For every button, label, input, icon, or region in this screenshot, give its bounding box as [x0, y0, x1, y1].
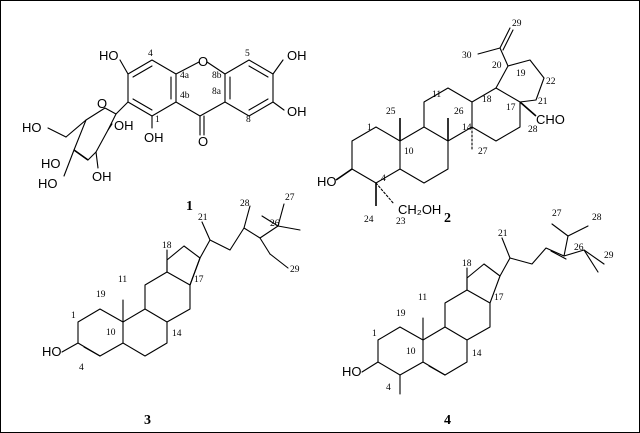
- c3-locant-14: 14: [172, 329, 182, 339]
- c1-label-ho-3: HO: [99, 48, 119, 63]
- c2-locant-11: 11: [432, 90, 441, 100]
- c2-locant-21: 21: [538, 97, 548, 107]
- c2-label-cho: CHO: [536, 112, 565, 127]
- c2-locant-22: 22: [546, 77, 556, 87]
- compound-3-id: 3: [144, 413, 151, 428]
- c2-locant-4: 4: [381, 174, 386, 184]
- c1-label-o-sugar-ring: O: [97, 96, 107, 111]
- c4-locant-29: 29: [604, 251, 614, 261]
- c4-locant-1: 1: [372, 329, 377, 339]
- c1-label-ho-ch2: HO: [22, 120, 42, 135]
- c1-locant-8b: 8b: [212, 71, 222, 81]
- c1-label-oh-7: OH: [287, 104, 307, 119]
- c3-locant-29: 29: [290, 265, 300, 275]
- compound-2-atom-labels: HO CH₂OH CHO: [317, 112, 565, 217]
- c3-label-ho: HO: [42, 344, 62, 359]
- c2-locant-10: 10: [404, 147, 414, 157]
- c2-locant-23: 23: [396, 217, 406, 227]
- c3-locant-10: 10: [106, 328, 116, 338]
- c4-locant-27: 27: [552, 209, 562, 219]
- compound-3-locants: 21 28 27 26 29 18 17 11 19 1 10 14 4: [71, 193, 300, 373]
- c1-locant-5: 5: [245, 49, 250, 59]
- c4-locant-14: 14: [472, 349, 482, 359]
- compound-2-structure: [335, 27, 545, 206]
- compound-1-locants: 4 5 4a 8b 8a 4b 1 8: [148, 49, 251, 125]
- c2-label-ho: HO: [317, 174, 337, 189]
- c1-label-ho-sugar-4: HO: [38, 176, 58, 191]
- c3-locant-27: 27: [285, 193, 295, 203]
- c3-locant-1: 1: [71, 311, 76, 321]
- c2-locant-30: 30: [462, 51, 472, 61]
- c4-locant-10: 10: [406, 347, 416, 357]
- compound-3-atom-labels: HO: [42, 344, 62, 359]
- c4-locant-19: 19: [396, 309, 406, 319]
- c2-locant-17: 17: [506, 103, 516, 113]
- c2-locant-29: 29: [512, 19, 522, 29]
- compound-1-structure: [47, 59, 285, 177]
- c4-locant-26: 26: [574, 243, 584, 253]
- c3-locant-18: 18: [162, 241, 172, 251]
- c1-label-oh-6: OH: [287, 48, 307, 63]
- c3-locant-26: 26: [270, 219, 280, 229]
- c2-locant-27: 27: [478, 147, 488, 157]
- c2-locant-1: 1: [367, 123, 372, 133]
- compound-4-locants: 28 27 21 26 29 18 17 11 19 1 10 14 4: [372, 209, 614, 393]
- c2-locant-19: 19: [516, 69, 526, 79]
- c1-label-o-carbonyl: O: [198, 134, 208, 149]
- compound-2-id: 2: [444, 211, 451, 226]
- compound-1-id: 1: [186, 199, 193, 214]
- c1-locant-8: 8: [246, 115, 251, 125]
- c2-locant-25: 25: [386, 107, 396, 117]
- c1-locant-8a: 8a: [212, 87, 222, 97]
- c4-locant-18: 18: [462, 259, 472, 269]
- compound-3-structure: [61, 203, 301, 357]
- c3-locant-19: 19: [96, 290, 106, 300]
- c4-label-ho: HO: [342, 364, 362, 379]
- c3-locant-4: 4: [79, 363, 84, 373]
- c1-locant-4b: 4b: [180, 91, 190, 101]
- c1-locant-1: 1: [155, 115, 160, 125]
- c2-label-ch2oh: CH₂OH: [398, 202, 441, 217]
- c3-locant-28: 28: [240, 199, 250, 209]
- c2-locant-26: 26: [454, 107, 464, 117]
- c1-locant-4: 4: [148, 49, 153, 59]
- c2-locant-20: 20: [492, 61, 502, 71]
- c2-locant-24: 24: [364, 215, 374, 225]
- c3-locant-11: 11: [118, 275, 127, 285]
- c1-label-oh-sugar-3: OH: [92, 169, 112, 184]
- c4-locant-4: 4: [386, 383, 391, 393]
- c1-label-oh-sugar-2: OH: [114, 118, 134, 133]
- c3-locant-21: 21: [198, 213, 208, 223]
- c4-locant-17: 17: [494, 293, 504, 303]
- compound-4-id: 4: [444, 413, 451, 428]
- c4-locant-11: 11: [418, 293, 427, 303]
- c1-locant-4a: 4a: [180, 71, 190, 81]
- c1-label-oh-1: OH: [144, 130, 164, 145]
- c3-locant-17: 17: [194, 275, 204, 285]
- compound-2-locants: 29 30 20 19 22 21 1 25 11 26 18 17 28 10…: [364, 19, 556, 227]
- compound-4-atom-labels: HO: [342, 364, 362, 379]
- c2-locant-28: 28: [528, 125, 538, 135]
- compound-4-structure: [361, 223, 605, 395]
- compound-1-atom-labels: HO OH OH OH O O OH HO OH HO HO O: [22, 48, 307, 191]
- c2-locant-14: 14: [462, 123, 472, 133]
- c4-locant-21: 21: [498, 229, 508, 239]
- c1-label-o-ring: O: [198, 54, 208, 69]
- c1-label-ho-sugar-5: HO: [41, 156, 61, 171]
- c4-locant-28: 28: [592, 213, 602, 223]
- c2-locant-18: 18: [482, 95, 492, 105]
